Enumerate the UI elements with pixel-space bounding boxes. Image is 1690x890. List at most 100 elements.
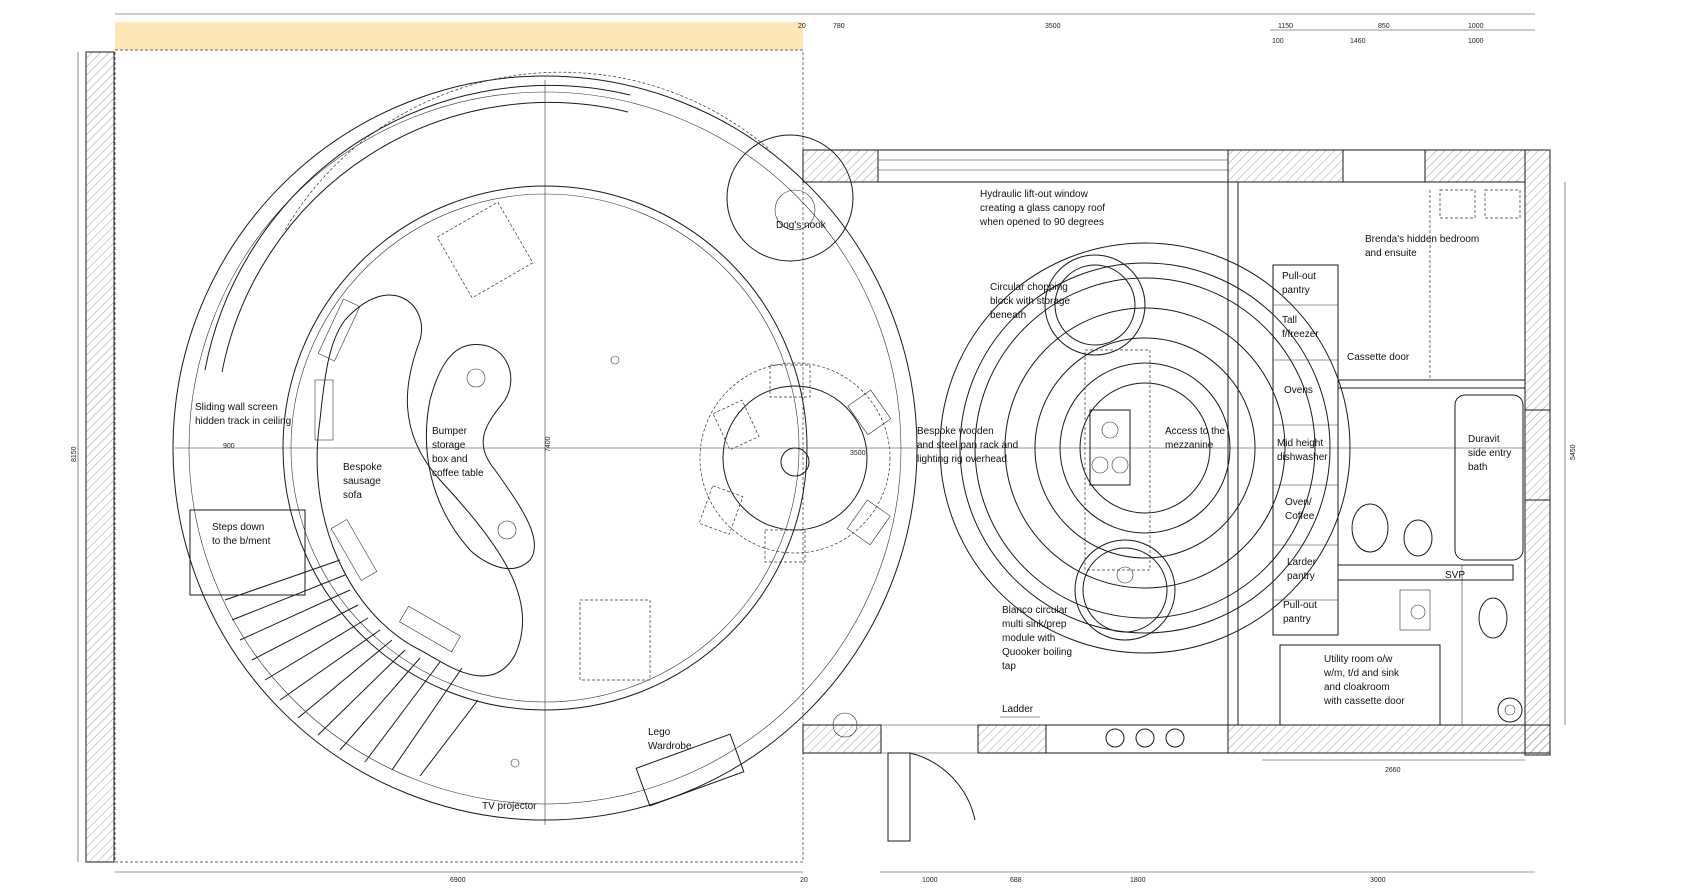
label-bumper-4: coffee table <box>432 468 484 479</box>
label-larder-pantry-2: pantry <box>1287 571 1315 582</box>
label-pullout-pantry-2: pantry <box>1282 285 1310 296</box>
label-lego-2: Wardrobe <box>648 741 692 752</box>
label-brenda-bedroom: Brenda's hidden bedroom <box>1365 234 1479 245</box>
label-tall-freezer-2: f/freezer <box>1282 329 1319 340</box>
armchair-bottom <box>579 599 651 681</box>
label-blanco: Blanco circular <box>1002 605 1068 616</box>
coffee-table <box>425 344 535 570</box>
dim-right-5450: 5450 <box>1570 444 1577 460</box>
label-bath: Duravit <box>1468 434 1500 445</box>
dim-utility-2660: 2660 <box>1385 767 1401 774</box>
label-sliding-screen: Sliding wall screen <box>195 402 278 413</box>
dining-table-outer <box>699 362 891 554</box>
lego-wardrobe <box>635 733 745 807</box>
bottom-wall-b <box>977 724 1047 754</box>
label-cassette-door: Cassette door <box>1347 352 1410 363</box>
dim-bottom-3000: 3000 <box>1370 877 1386 884</box>
label-sausage-sofa: Bespoke <box>343 462 382 473</box>
dimension-labels: 20 780 3500 1150 850 1000 100 1460 1000 … <box>71 23 1577 884</box>
label-sausage-sofa-3: sofa <box>343 490 362 501</box>
label-pan-rack: Bespoke wooden <box>917 426 994 437</box>
stairs <box>189 509 479 777</box>
dim-top-1150: 1150 <box>1278 23 1293 30</box>
bumper-sofa <box>316 294 524 677</box>
label-tall-freezer: Tall <box>1282 315 1297 326</box>
label-blanco-4: Quooker boiling <box>1002 647 1072 658</box>
left-wall <box>85 51 115 863</box>
label-steps: Steps down <box>212 522 264 533</box>
top-window-a <box>877 149 1229 183</box>
label-oven-coffee: Oven/ <box>1285 497 1312 508</box>
dining-table <box>722 385 868 531</box>
label-bath-2: side entry <box>1468 448 1511 459</box>
label-pullout-pantry-b: Pull-out <box>1283 600 1317 611</box>
round-room <box>172 71 1525 825</box>
dim-top-850: 850 <box>1378 23 1390 30</box>
label-utility-4: with cassette door <box>1323 696 1405 707</box>
right-wall <box>1524 149 1551 756</box>
label-pullout-pantry: Pull-out <box>1282 271 1316 282</box>
top-wall-b <box>1227 149 1344 183</box>
label-pullout-pantry-b-2: pantry <box>1283 614 1311 625</box>
label-blanco-5: tap <box>1002 661 1016 672</box>
label-utility-3: and cloakroom <box>1324 682 1390 693</box>
label-dogs-nook: Dog's nook <box>776 220 827 231</box>
top-wall-c <box>1424 149 1526 183</box>
room-labels: Dog's nook Hydraulic lift-out window cre… <box>195 189 1511 812</box>
label-mezzanine-2: mezzanine <box>1165 440 1214 451</box>
label-tv-projector: TV projector <box>482 801 537 812</box>
kitchen-island <box>832 242 1351 748</box>
dim-top-20: 20 <box>798 23 806 30</box>
label-utility-2: w/m, t/d and sink <box>1323 668 1400 679</box>
label-chopping-block-3: beneath <box>990 310 1026 321</box>
sliding-screen-dash <box>284 71 771 231</box>
dim-top-3500: 3500 <box>1045 23 1061 30</box>
label-ovens: Ovens <box>1284 385 1313 396</box>
label-dishwasher: Mid height <box>1277 438 1323 449</box>
dim-top-780: 780 <box>833 23 845 30</box>
right-building <box>802 149 1551 842</box>
dim-top-1000b: 1000 <box>1468 38 1484 45</box>
label-svp: SVP <box>1445 570 1465 581</box>
dim-bottom-6900: 6900 <box>450 877 466 884</box>
label-pan-rack-3: lighting rig overhead <box>917 454 1007 465</box>
top-wall-a <box>802 149 879 183</box>
label-sliding-screen-2: hidden track in ceiling <box>195 416 291 427</box>
label-larder-pantry: Larder <box>1287 557 1317 568</box>
label-oven-coffee-2: Coffee <box>1285 511 1315 522</box>
label-pan-rack-2: and steel pan rack and <box>917 440 1018 451</box>
label-hydraulic-window-3: when opened to 90 degrees <box>979 217 1104 228</box>
dim-top-100: 100 <box>1272 38 1284 45</box>
header-band <box>115 22 803 50</box>
label-lego: Lego <box>648 727 671 738</box>
label-dishwasher-2: dishwasher <box>1277 452 1328 463</box>
label-chopping-block-2: block with storage <box>990 296 1070 307</box>
bottom-wall-a <box>802 724 882 754</box>
label-mezzanine: Access to the <box>1165 426 1225 437</box>
label-chopping-block: Circular chopping <box>990 282 1068 293</box>
label-bumper-2: storage <box>432 440 466 451</box>
dim-top-1460: 1460 <box>1350 38 1366 45</box>
dim-inner-3500: 3500 <box>850 450 866 457</box>
screen-track-2 <box>221 102 629 373</box>
bath <box>1454 394 1524 561</box>
label-utility: Utility room o/w <box>1324 654 1393 665</box>
kitchen-units <box>1272 264 1339 636</box>
armchair-top <box>436 201 534 299</box>
dimension-lines <box>77 13 1566 873</box>
dim-inner-7400: 7400 <box>545 436 552 452</box>
dim-bottom-1000: 1000 <box>922 877 938 884</box>
label-brenda-bedroom-2: and ensuite <box>1365 248 1417 259</box>
label-bumper: Bumper <box>432 426 468 437</box>
label-hydraulic-window: Hydraulic lift-out window <box>980 189 1089 200</box>
dim-inner-900: 900 <box>223 443 235 450</box>
dim-bottom-688: 688 <box>1010 877 1022 884</box>
label-ladder: Ladder <box>1002 704 1034 715</box>
label-bumper-3: box and <box>432 454 468 465</box>
label-blanco-2: multi sink/prep <box>1002 619 1067 630</box>
bottom-wall-c <box>1227 724 1551 754</box>
chopping-block <box>1044 254 1146 356</box>
dogs-nook <box>726 134 854 262</box>
dim-bottom-20: 20 <box>800 877 808 884</box>
